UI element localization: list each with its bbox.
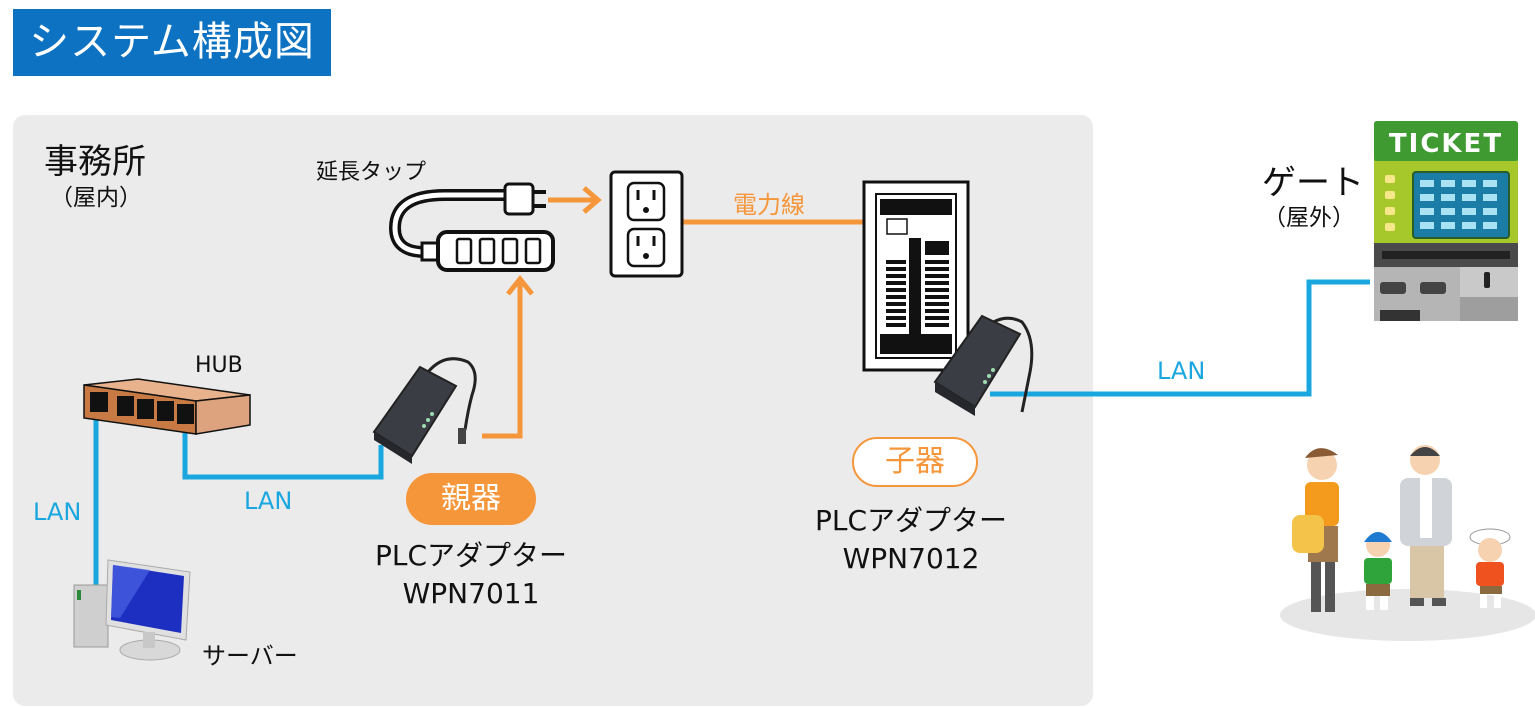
lan-line-child-gate — [990, 279, 1370, 397]
parent-adapter-model: WPN7011 — [402, 577, 540, 610]
hub-icon — [83, 378, 251, 435]
parent-adapter-caption: PLCアダプター WPN7011 — [366, 537, 576, 613]
parent-plc-adapter-icon — [372, 357, 477, 464]
ticket-machine-icon: TICKET — [1374, 121, 1518, 321]
lan-label-child-gate: LAN — [1157, 357, 1206, 385]
distribution-panel-icon — [862, 180, 970, 372]
power-line-label: 電力線 — [733, 191, 805, 219]
child-plc-adapter-icon — [933, 314, 1034, 416]
power-strip-label: 延長タップ — [316, 160, 427, 185]
lan-label-hub-parent: LAN — [244, 487, 293, 515]
office-area-title: 事務所 — [44, 142, 146, 182]
power-line-adapter-strip — [482, 282, 523, 439]
breaker-rows — [886, 260, 949, 327]
child-adapter-caption: PLCアダプター WPN7012 — [806, 502, 1016, 578]
child-badge: 子器 — [852, 437, 978, 487]
server-label: サーバー — [202, 642, 298, 670]
family-illustration-icon — [1280, 445, 1535, 641]
page-title: システム構成図 — [13, 9, 331, 76]
power-arrow-right-head — [582, 186, 602, 214]
hub-label: HUB — [195, 353, 243, 378]
office-area-subtitle: （屋内） — [50, 185, 142, 211]
power-arrow-up-head — [506, 274, 534, 296]
parent-badge: 親器 — [406, 473, 536, 525]
server-icon — [73, 559, 191, 661]
power-strip-icon — [388, 182, 555, 272]
ticket-sign-text: TICKET — [1389, 129, 1503, 159]
gate-area-subtitle: （屋外） — [1263, 205, 1355, 231]
child-adapter-name: PLCアダプター — [814, 504, 1008, 537]
child-adapter-model: WPN7012 — [842, 542, 980, 575]
parent-adapter-name: PLCアダプター — [374, 539, 568, 572]
lan-label-hub-server: LAN — [33, 498, 82, 526]
gate-area-title: ゲート — [1262, 163, 1364, 203]
lan-line-hub-parent — [182, 430, 384, 480]
wall-outlet-icon — [609, 170, 684, 278]
